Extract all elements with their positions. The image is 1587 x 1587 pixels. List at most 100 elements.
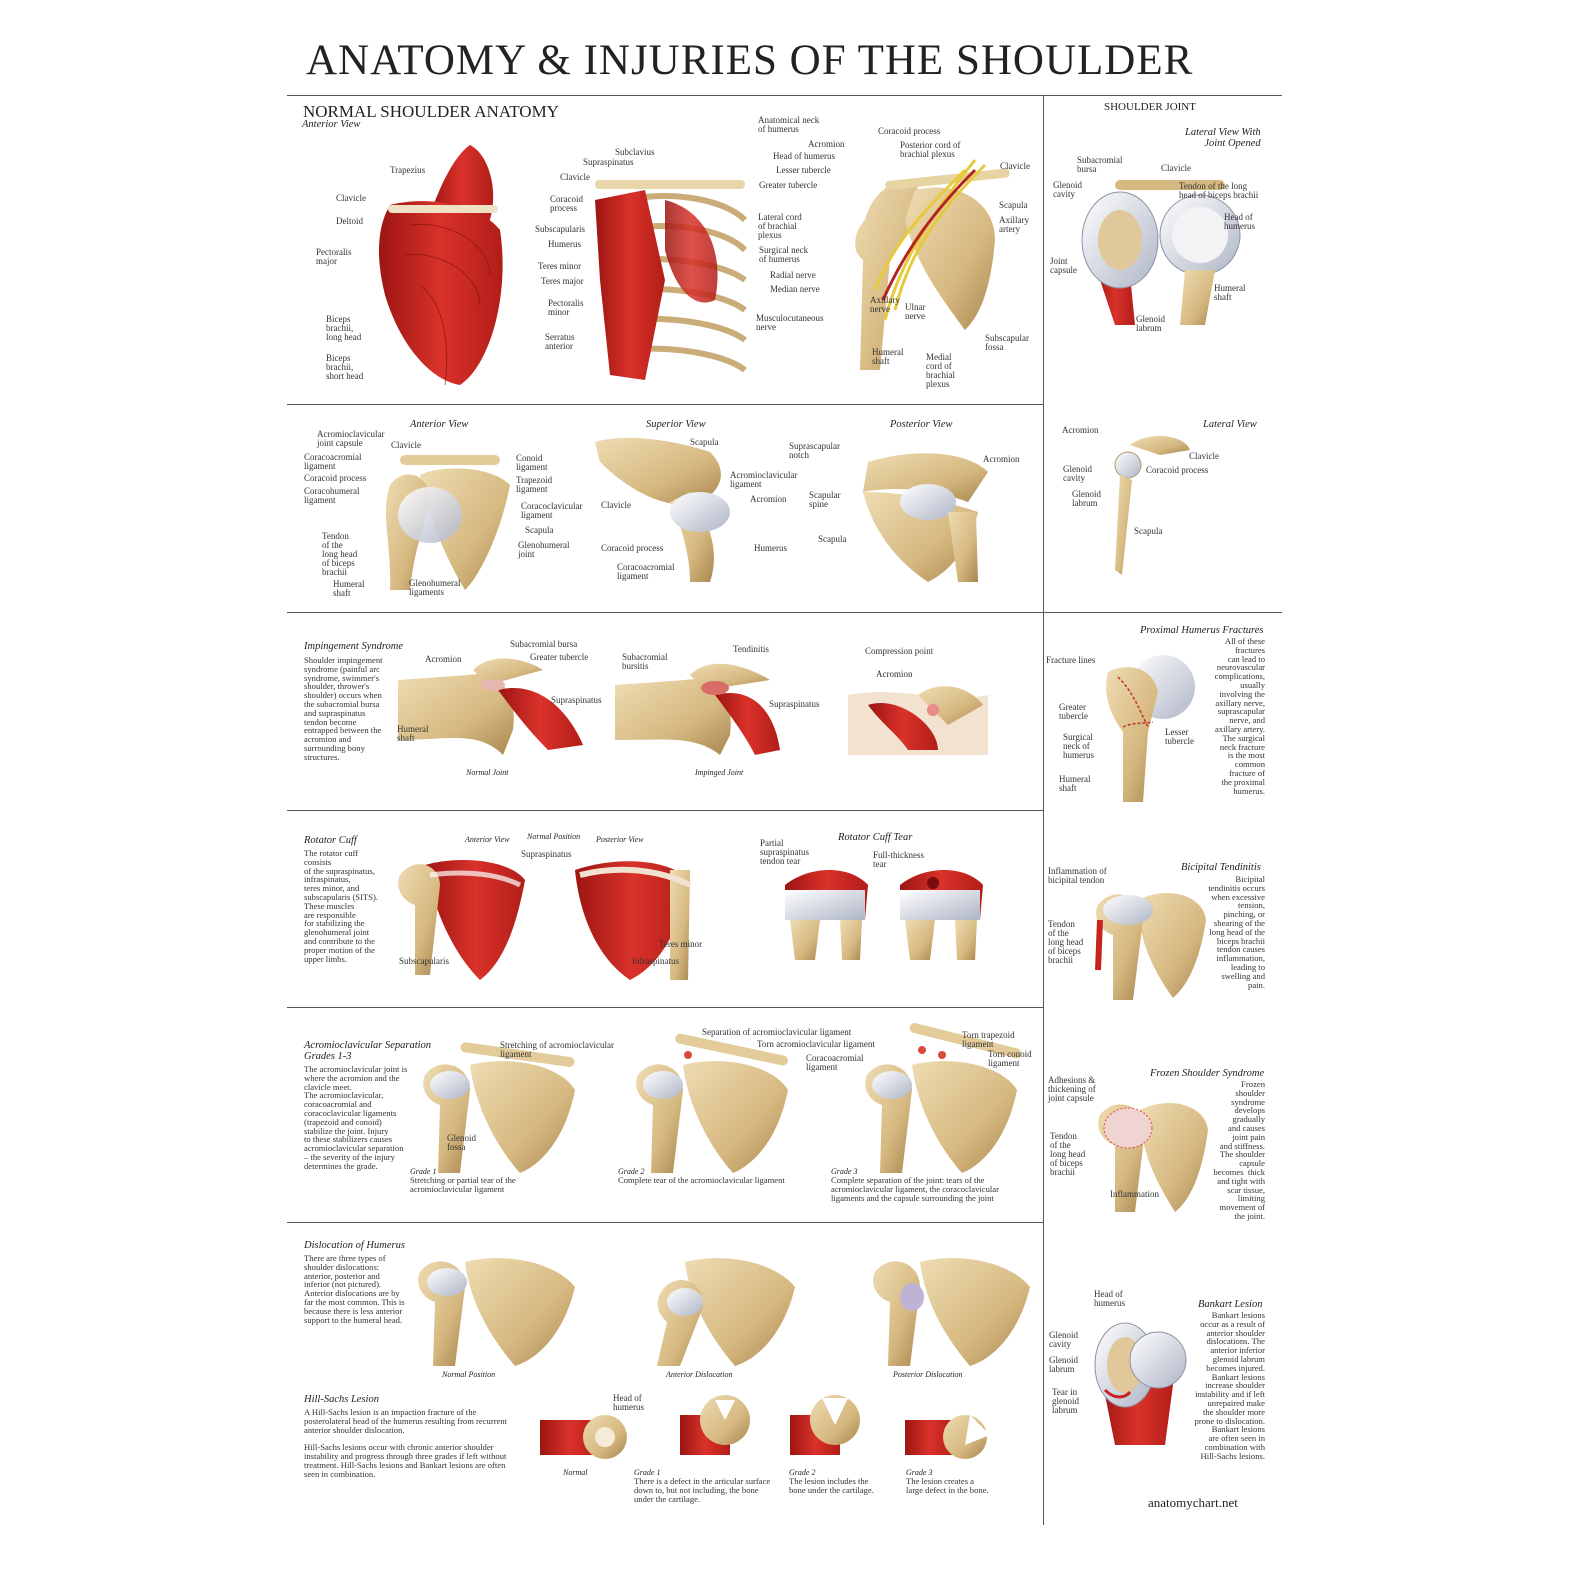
divider-3 — [287, 810, 1043, 811]
label-ac-stretching: Stretching of acromioclavicular ligament — [500, 1040, 614, 1059]
label-lig-tendon-biceps: Tendon of the long head of biceps brachi… — [322, 531, 358, 577]
bone-nerve-illustration — [855, 159, 1010, 370]
hs-normal-caption: Normal — [563, 1468, 588, 1477]
label-joint-capsule: Joint capsule — [1050, 256, 1077, 275]
label-full-thickness-tear: Full-thickness tear — [873, 850, 924, 869]
label-ac-glenoid-fossa: Glenoid fossa — [447, 1133, 476, 1152]
bankart-text: Bankart lesions occur as a result of ant… — [1194, 1310, 1265, 1461]
label-frac-surgical-neck: Surgical neck of humerus — [1063, 732, 1094, 760]
label-inflammation-bicipital: Inflammation of bicipital tendon — [1048, 866, 1107, 885]
impingement-impinged-illustration — [615, 663, 780, 755]
hs-grade2-name: Grade 2 — [789, 1468, 816, 1477]
caption-posterior-dislocation: Posterior Dislocation — [893, 1370, 963, 1379]
label-sj-head-humerus: Head of humerus — [1224, 212, 1255, 231]
label-lig-clavicle: Clavicle — [391, 440, 421, 450]
label-ulnar-nerve: Ulnar nerve — [905, 302, 926, 321]
label-bk-tear: Tear in glenoid labrum — [1052, 1387, 1079, 1415]
label-coracoclavicular: Coracoclavicular ligament — [521, 501, 583, 520]
rotator-cuff-heading: Rotator Cuff — [304, 835, 357, 846]
label-rc-teres-minor: Teres minor — [659, 939, 703, 949]
label-surgical-neck: Surgical neck of humerus — [759, 245, 809, 264]
label-ac-torn: Torn acromioclavicular ligament — [757, 1039, 875, 1049]
footer-site[interactable]: anatomychart.net — [1148, 1495, 1238, 1510]
proximal-fracture-illustration — [1106, 655, 1195, 802]
lig-superior-view: Superior View — [646, 419, 706, 430]
label-ac-torn-conoid: Torn conoid ligament — [988, 1049, 1032, 1068]
label-sup-ac-ligament: Acromioclavicular ligament — [730, 470, 798, 489]
rc-tear-heading: Rotator Cuff Tear — [838, 832, 913, 843]
label-sj-humeral-shaft: Humeral shaft — [1214, 283, 1246, 302]
label-coracohumeral: Coracohumeral ligament — [304, 486, 360, 505]
label-sj-glenoid-labrum: Glenoid labrum — [1136, 314, 1165, 333]
ac-grade2-desc: Complete tear of the acromioclavicular l… — [618, 1175, 785, 1185]
label-subclavius: Subclavius — [615, 147, 655, 157]
dislocation-posterior-illustration — [873, 1258, 1030, 1366]
label-head-humerus: Head of humerus — [773, 151, 835, 161]
shoulder-joint-opened-illustration — [1081, 180, 1241, 325]
label-frac-lesser-tubercle: Lesser tubercle — [1165, 727, 1194, 746]
divider-4 — [287, 1007, 1043, 1008]
ac-grade1-illustration — [423, 1042, 575, 1173]
label-post-scapula: Scapula — [818, 534, 847, 544]
label-frac-greater-tubercle: Greater tubercle — [1059, 702, 1088, 721]
lig-lateral-view: Lateral View — [1203, 419, 1257, 430]
label-serratus-anterior: Serratus anterior — [545, 332, 575, 351]
label-scapula: Scapula — [999, 200, 1028, 210]
label-supraspinatus: Supraspinatus — [583, 157, 634, 167]
label-sup-scapula: Scapula — [690, 437, 719, 447]
label-imp-acromion: Acromion — [425, 654, 462, 664]
label-subacromial-bursa: Subacromial bursa — [1077, 155, 1123, 174]
hill-sachs-grade3-illustration — [905, 1415, 990, 1459]
label-radial-nerve: Radial nerve — [770, 270, 816, 280]
label-bk-glenoid-cavity: Glenoid cavity — [1049, 1330, 1078, 1349]
label-sup-acromion: Acromion — [750, 494, 787, 504]
label-musculocutaneous: Musculocutaneous nerve — [756, 313, 824, 332]
label-ac-coracoacromial: Coracoacromial ligament — [806, 1053, 864, 1072]
lig-anterior-view: Anterior View — [410, 419, 469, 430]
impingement-normal-illustration — [398, 658, 583, 755]
fractures-text: All of these fractures can lead to neuro… — [1214, 636, 1265, 796]
label-scapular-spine: Scapular spine — [809, 490, 841, 509]
caption-impinged-joint: Impinged Joint — [695, 768, 744, 777]
ac-text: The acromioclavicular joint is where the… — [304, 1064, 408, 1171]
ribcage-muscle-illustration — [595, 180, 748, 380]
label-lig-humeral-shaft: Humeral shaft — [333, 579, 365, 598]
caption-normal-joint: Normal Joint — [466, 768, 509, 777]
label-biceps-long-head: Biceps brachii, long head — [326, 314, 362, 342]
label-sup-coracoacromial: Coracoacromial ligament — [617, 562, 675, 581]
label-bic-tendon: Tendon of the long head of biceps brachi… — [1048, 919, 1084, 965]
ac-heading: Acromioclavicular Separation Grades 1-3 — [304, 1040, 432, 1062]
rotator-cuff-text: The rotator cuff consists of the suprasp… — [304, 848, 378, 964]
hill-sachs-grade2-illustration — [790, 1395, 860, 1455]
ligaments-posterior-illustration — [863, 453, 988, 582]
label-humerus: Humerus — [548, 239, 581, 249]
label-lig-coracoid: Coracoid process — [304, 473, 367, 483]
label-anatomical-neck: Anatomical neck of humerus — [758, 115, 820, 134]
label-glenohumeral-joint: Glenohumeral joint — [518, 540, 570, 559]
normal-anatomy-view: Anterior View — [302, 119, 361, 130]
ac-grade3-desc: Complete separation of the joint: tears … — [831, 1175, 999, 1203]
label-posterior-cord: Posterior cord of brachial plexus — [900, 140, 961, 159]
label-imp-supraspinatus-2: Supraspinatus — [769, 699, 820, 709]
label-teres-minor: Teres minor — [538, 261, 582, 271]
rotator-cuff-anterior-illustration — [398, 860, 525, 980]
rc-tear-partial-illustration — [785, 870, 868, 960]
label-imp-subacromial-bursitis: Subacromial bursitis — [622, 652, 668, 671]
label-teres-major: Teres major — [541, 276, 584, 286]
label-bk-head-humerus: Head of humerus — [1094, 1289, 1125, 1308]
label-hs-head-humerus: Head of humerus — [613, 1393, 644, 1412]
hill-sachs-heading: Hill-Sachs Lesion — [304, 1394, 379, 1405]
label-rc-supraspinatus: Supraspinatus — [521, 849, 572, 859]
label-lig-scapula: Scapula — [525, 525, 554, 535]
label-sup-clavicle: Clavicle — [601, 500, 631, 510]
hs-grade2-desc: The lesion includes the bone under the c… — [789, 1476, 874, 1495]
label-trapezius: Trapezius — [390, 165, 426, 175]
fractures-heading: Proximal Humerus Fractures — [1140, 625, 1264, 636]
caption-anterior-dislocation: Anterior Dislocation — [666, 1370, 733, 1379]
ac-grade1-name: Grade 1 — [410, 1167, 437, 1176]
ligaments-superior-illustration — [595, 437, 730, 582]
dislocation-heading: Dislocation of Humerus — [304, 1240, 405, 1251]
right-column-divider — [1043, 95, 1044, 1525]
label-lateral-cord: Lateral cord of brachial plexus — [758, 212, 802, 240]
rc-posterior-view: Posterior View — [596, 835, 644, 844]
